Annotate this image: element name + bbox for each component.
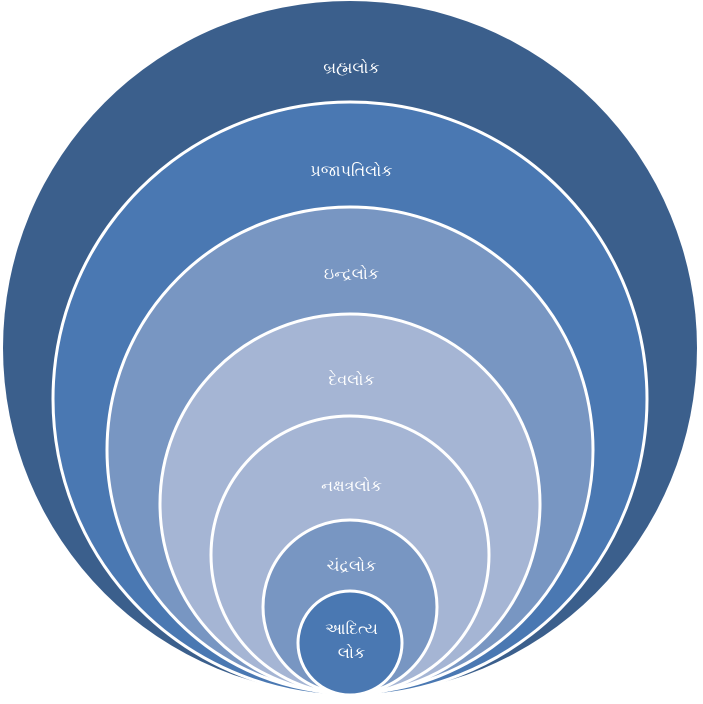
- label-level-3: ઇન્દ્રલોક: [323, 264, 380, 283]
- label-level-5: નક્ષત્રલોક: [321, 476, 382, 495]
- label-level-2: પ્રજાપતિલોક: [310, 161, 393, 180]
- circle-level-7: [296, 589, 404, 697]
- label-level-4: દેવલોક: [328, 370, 375, 389]
- label-level-6: ચંદ્રલોક: [326, 556, 377, 575]
- label-level-7: આદિત્ય લોક: [325, 619, 378, 662]
- label-level-1: બ્રહ્મલોક: [323, 58, 380, 77]
